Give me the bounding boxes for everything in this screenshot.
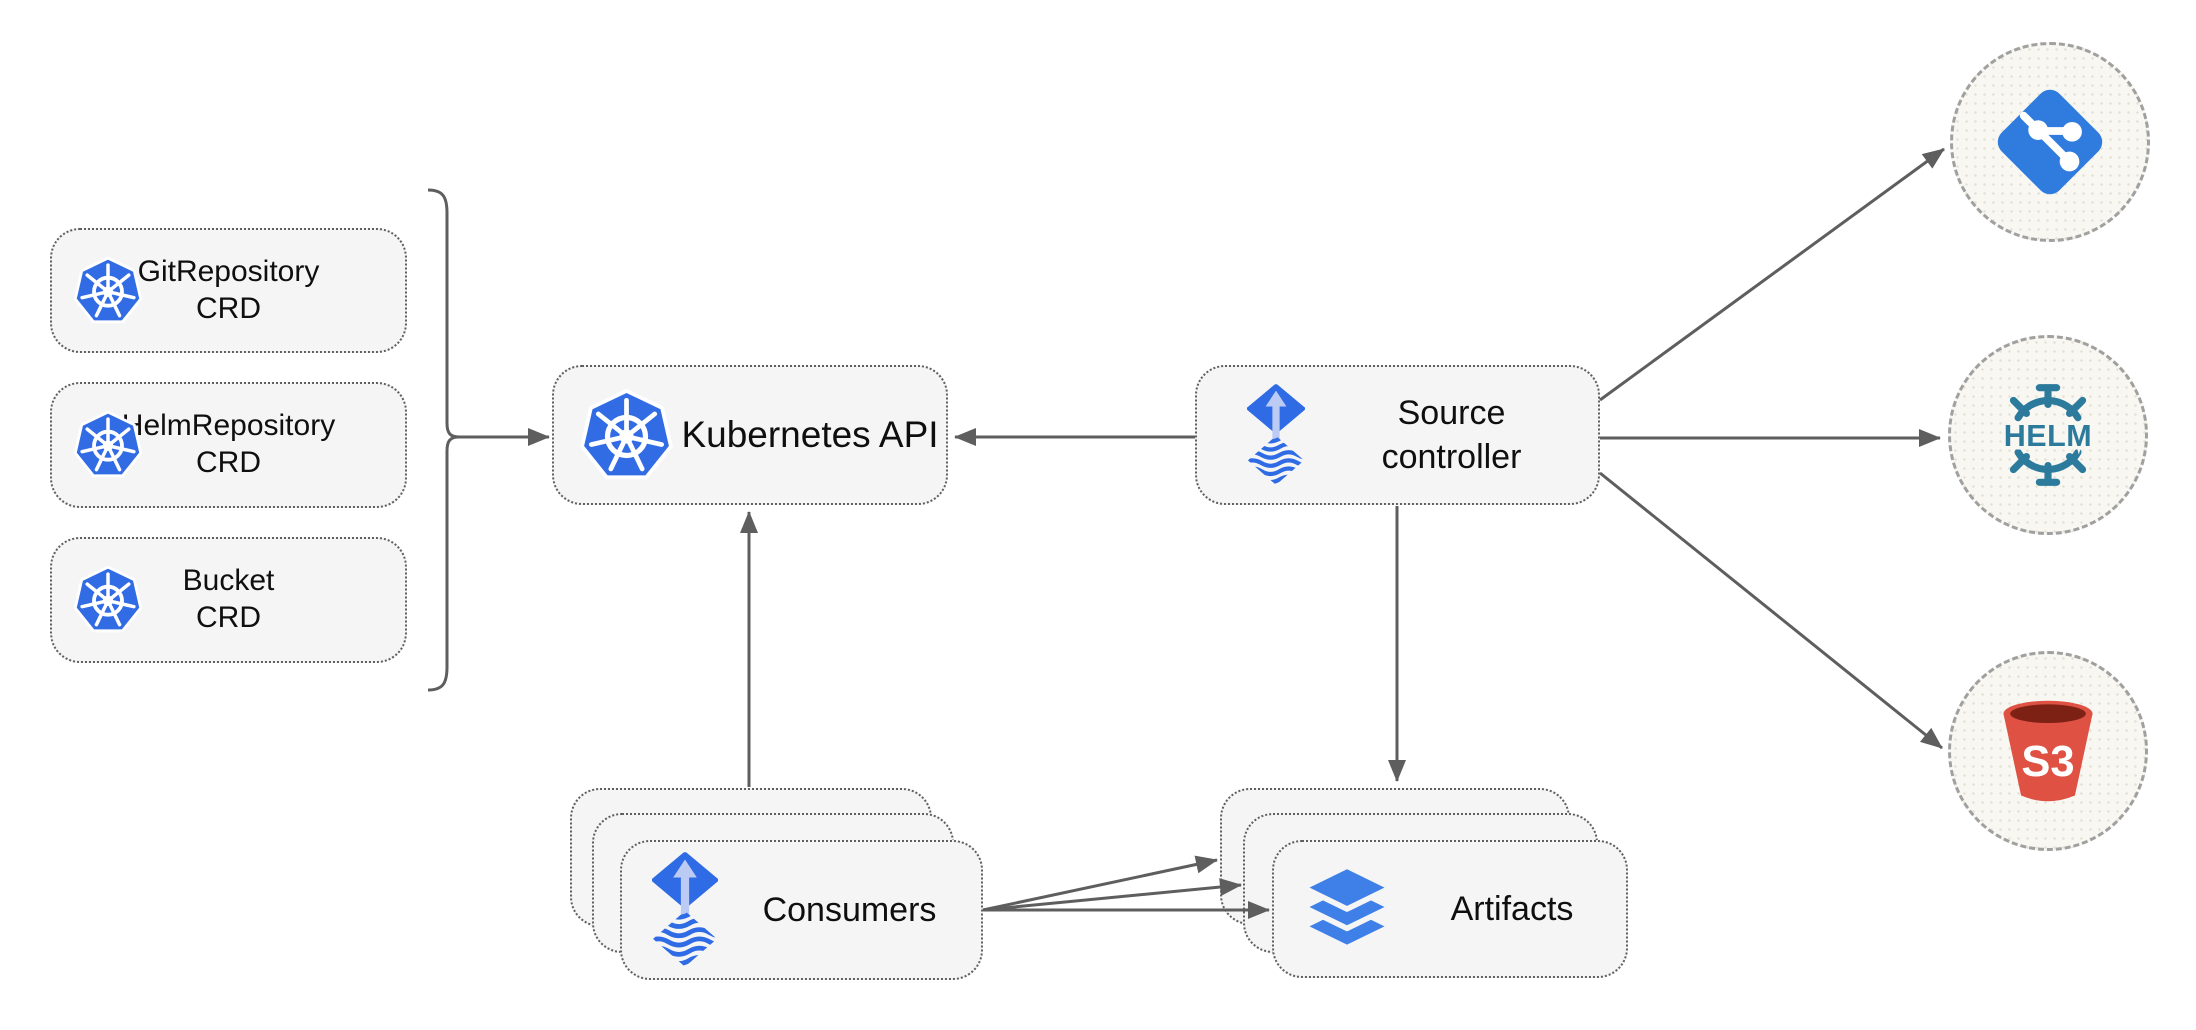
helm-text: HELM <box>2004 419 2092 453</box>
gitrepository-crd-label: GitRepository CRD <box>137 254 320 325</box>
node-bucket-crd: Bucket CRD <box>50 537 407 663</box>
edge-consumers-to-artifacts-1 <box>982 855 1218 912</box>
node-helmrepository-crd: HelmRepository CRD <box>50 382 407 508</box>
node-kubernetes-api: Kubernetes API <box>552 365 948 505</box>
crd-group-bracket <box>427 188 460 692</box>
node-source-controller: Source controller <box>1195 365 1600 505</box>
endpoint-git <box>1950 42 2150 242</box>
layers-icon <box>1296 863 1398 955</box>
helmrepository-crd-label: HelmRepository CRD <box>121 409 336 479</box>
kubernetes-api-label: Kubernetes API <box>681 414 939 456</box>
flux-source-icon <box>652 852 718 968</box>
s3-bucket-icon: S3 <box>1996 693 2100 809</box>
edge-source-controller-to-git <box>1599 147 1945 402</box>
edge-source-controller-to-s3 <box>1599 471 1943 750</box>
git-icon <box>1990 82 2110 202</box>
artifacts-label: Artifacts <box>1450 889 1574 928</box>
kubernetes-icon <box>579 388 674 483</box>
endpoint-s3: S3 <box>1948 651 2148 851</box>
source-controller-label: Source controller <box>1381 393 1522 476</box>
kubernetes-icon <box>73 410 143 480</box>
flux-source-icon <box>1247 384 1305 486</box>
node-gitrepository-crd: GitRepository CRD <box>50 228 407 353</box>
endpoint-helm: HELM <box>1948 335 2148 535</box>
s3-text: S3 <box>2021 738 2074 786</box>
edge-consumers-to-artifacts-2 <box>982 878 1242 912</box>
helm-wheel-icon: HELM <box>1987 382 2109 488</box>
node-consumers: Consumers <box>620 840 983 980</box>
bucket-crd-label: Bucket CRD <box>182 564 275 634</box>
node-artifacts: Artifacts <box>1272 840 1628 978</box>
consumers-label: Consumers <box>762 890 937 929</box>
kubernetes-icon <box>73 256 143 326</box>
kubernetes-icon <box>73 565 143 635</box>
